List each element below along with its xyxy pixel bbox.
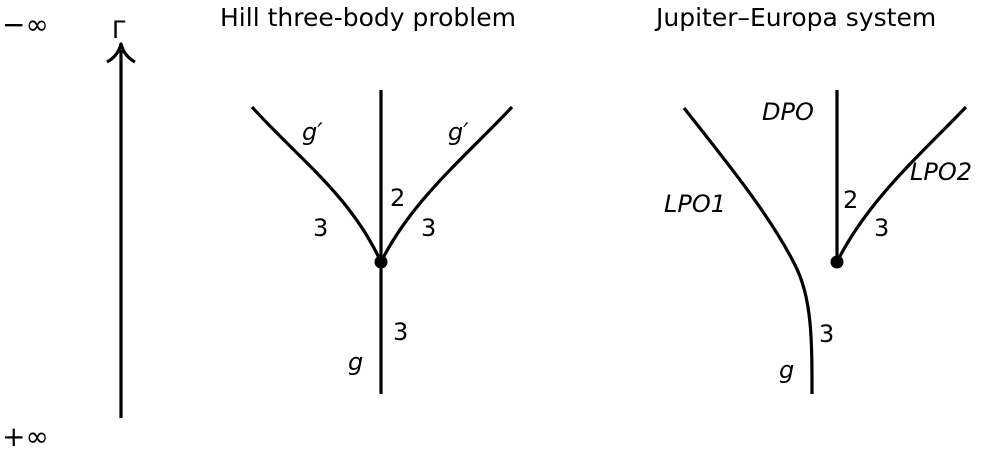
hill-right-branch-number: 3 <box>421 214 436 242</box>
lpo2-branch <box>835 105 968 263</box>
hill-bifurcation-point <box>374 255 388 269</box>
jupiter-europa-stem-label: g <box>779 356 794 384</box>
lpo2-label: LPO2 <box>910 158 972 186</box>
hill-vertical-branch-number: 2 <box>390 184 405 212</box>
gamma-label: Γ <box>112 16 126 44</box>
minus-infinity-label: −∞ <box>2 8 49 41</box>
lpo1-branch <box>682 107 814 395</box>
hill-left-branch-number: 3 <box>313 214 328 242</box>
hill-right-branch-label: g′ <box>448 118 469 146</box>
axis-arrowhead <box>106 42 136 64</box>
hill-title: Hill three-body problem <box>220 3 516 32</box>
parameter-axis: −∞ +∞ Γ <box>2 8 136 450</box>
hill-panel: Hill three-body problem g′ g′ g 3 3 2 3 <box>220 3 516 394</box>
hill-stem-label: g <box>348 348 363 376</box>
hill-right-branch <box>379 105 514 263</box>
dpo-label: DPO <box>762 98 814 126</box>
plus-infinity-label: +∞ <box>2 420 49 450</box>
hill-left-branch-label: g′ <box>302 118 323 146</box>
jupiter-europa-panel: Jupiter–Europa system DPO LPO1 LPO2 g 2 … <box>654 3 972 395</box>
lpo2-branch-number: 3 <box>874 214 889 242</box>
jupiter-europa-title: Jupiter–Europa system <box>654 3 936 32</box>
jupiter-europa-stem-number: 3 <box>819 320 834 348</box>
hill-left-branch <box>250 105 383 263</box>
lpo1-label: LPO1 <box>664 190 726 218</box>
dpo-branch-number: 2 <box>843 186 858 214</box>
hill-stem-number: 3 <box>393 318 408 346</box>
jupiter-europa-bifurcation-point <box>830 255 844 269</box>
